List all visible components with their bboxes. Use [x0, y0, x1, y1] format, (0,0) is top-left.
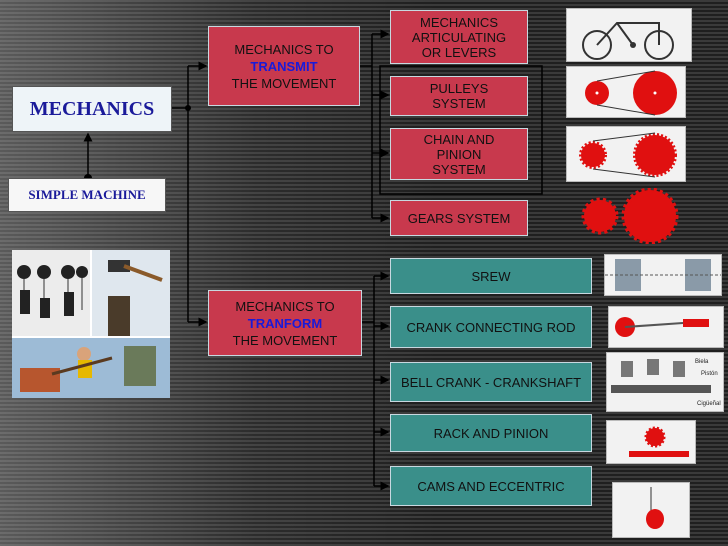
cam-image [612, 482, 690, 538]
rack-pinion-box: RACK AND PINION [390, 414, 592, 452]
crank-rod-label: CRANK CONNECTING ROD [406, 319, 576, 335]
levers-line1: MECHANICS [419, 14, 498, 30]
screw-label: SREW [471, 268, 511, 284]
transmit-line1: MECHANICS TO [234, 41, 334, 57]
chain-line3: SYSTEM [432, 161, 486, 177]
lever-bicycle-image [566, 8, 692, 62]
crank-rod-box: CRANK CONNECTING ROD [390, 306, 592, 348]
bell-crank-label: BELL CRANK - CRANKSHAFT [400, 374, 582, 390]
levers-box: MECHANICS ARTICULATING OR LEVERS [390, 10, 528, 64]
levers-line2: ARTICULATING [411, 29, 507, 45]
chain-pinion-box: CHAIN AND PINION SYSTEM [390, 128, 528, 180]
transmit-box: MECHANICS TO TRANSMIT THE MOVEMENT [208, 26, 360, 106]
ciguenal-label: Cigüeñal [697, 401, 721, 407]
pulleys-line1: PULLEYS [429, 81, 489, 96]
chain-line2: PINION [436, 146, 482, 162]
gears-image [570, 187, 688, 245]
transform-line1: MECHANICS TO [235, 298, 335, 314]
screw-bolt-image [604, 254, 722, 296]
simple-machine-label: SIMPLE MACHINE [28, 187, 146, 202]
pulleys-line2: SYSTEM [432, 96, 486, 111]
cams-label: CAMS AND ECCENTRIC [417, 478, 565, 494]
mechanics-root-box: MECHANICS [12, 86, 172, 132]
transform-box: MECHANICS TO TRANFORM THE MOVEMENT [208, 290, 362, 356]
gears-label: GEARS SYSTEM [407, 210, 511, 226]
piston-label: Pistón [701, 371, 718, 377]
levers-line3: OR LEVERS [421, 44, 497, 60]
rack-pinion-image [606, 420, 696, 464]
bell-crank-box: BELL CRANK - CRANKSHAFT [390, 362, 592, 402]
transform-keyword: TRANFORM [247, 315, 323, 331]
gears-box: GEARS SYSTEM [390, 200, 528, 236]
simple-machines-illustration [12, 250, 170, 398]
pulley-system-image [566, 66, 686, 118]
screw-box: SREW [390, 258, 592, 294]
crank-rod-image [608, 306, 724, 348]
rack-pinion-label: RACK AND PINION [433, 425, 549, 441]
transmit-line3: THE MOVEMENT [231, 75, 337, 91]
pulleys-box: PULLEYS SYSTEM [390, 76, 528, 116]
transform-line3: THE MOVEMENT [232, 332, 338, 348]
simple-machines-photo [12, 250, 170, 398]
chain-line1: CHAIN AND [423, 131, 495, 147]
chain-pinion-image [566, 126, 686, 182]
biela-label: Biela [695, 359, 709, 365]
simple-machine-box: SIMPLE MACHINE [8, 178, 166, 212]
mechanics-title: MECHANICS [29, 97, 155, 120]
cams-box: CAMS AND ECCENTRIC [390, 466, 592, 506]
transmit-keyword: TRANSMIT [250, 58, 318, 74]
crankshaft-image: Biela Pistón Cigüeñal [606, 352, 724, 412]
